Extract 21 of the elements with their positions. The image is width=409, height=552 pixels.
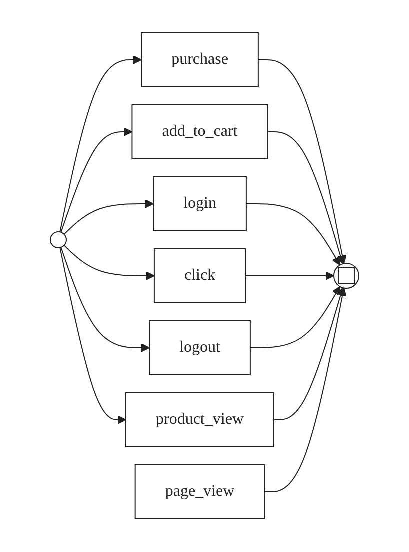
arrow bbox=[59, 246, 126, 424]
arrow bbox=[62, 244, 154, 280]
arrow bbox=[60, 246, 150, 352]
arrow bbox=[245, 204, 340, 266]
arrow bbox=[60, 128, 132, 234]
arrow bbox=[59, 56, 142, 234]
node-box: add_to_cart bbox=[131, 104, 268, 160]
node-box: logout bbox=[148, 320, 250, 376]
arrow bbox=[249, 286, 340, 348]
arrow bbox=[272, 288, 344, 420]
arrow bbox=[244, 272, 334, 280]
node-box: login bbox=[152, 176, 246, 232]
node-box: purchase bbox=[140, 32, 258, 88]
node-box: page_view bbox=[134, 464, 265, 520]
node-circle bbox=[332, 263, 359, 289]
arrow bbox=[257, 60, 346, 264]
arrow bbox=[264, 288, 346, 492]
node-box: product_view bbox=[125, 392, 274, 448]
node-box: click bbox=[153, 248, 246, 304]
arrow bbox=[62, 200, 154, 236]
arrow bbox=[266, 132, 344, 264]
